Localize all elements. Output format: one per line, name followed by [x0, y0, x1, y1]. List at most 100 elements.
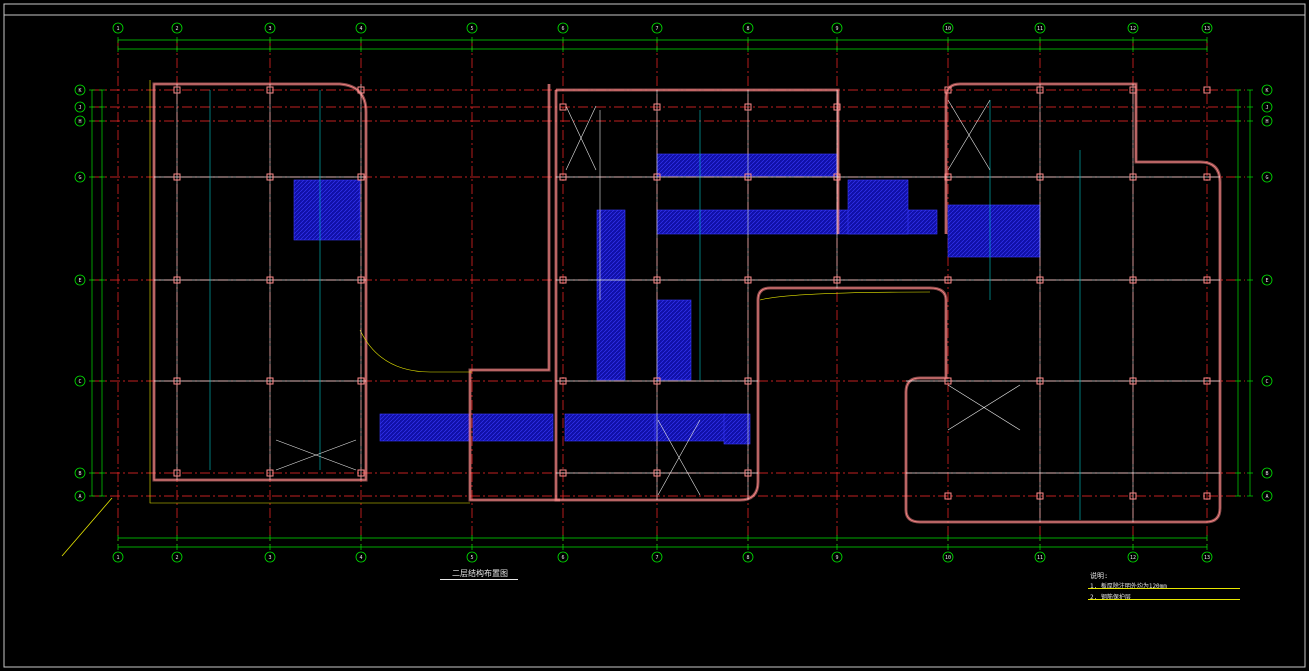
- slab-hatch-8: [656, 153, 838, 177]
- grid-bubble-bottom-10-label: 10: [945, 555, 951, 561]
- wall-line-0: [153, 83, 367, 481]
- column-50: [1203, 276, 1211, 284]
- grid-bubble-bottom-3-circle: [264, 551, 276, 563]
- wall-band-0: [152, 82, 368, 482]
- grid-bubble-bottom-12-circle: [1127, 551, 1139, 563]
- grid-bubble-top-12-label: 12: [1130, 26, 1136, 32]
- slab-hatch-2: [472, 413, 554, 442]
- drawing-frame: [3, 3, 1306, 668]
- grid-bubble-top-2-circle: [171, 22, 183, 34]
- slab-hatch-5: [723, 413, 751, 445]
- grid-bubble-left-E-label: E: [78, 278, 81, 284]
- grid-bubble-left-B-circle: [74, 467, 86, 479]
- column-34: [944, 173, 952, 181]
- column-16: [559, 173, 567, 181]
- shaft-brace: [657, 419, 701, 496]
- column-43: [1129, 86, 1137, 94]
- shaft-brace: [275, 439, 357, 471]
- column-28: [744, 377, 752, 385]
- grid-bubble-top-6-label: 6: [561, 26, 564, 32]
- notes-heading: 说明:: [1090, 572, 1109, 580]
- grid-bubble-bottom-4-circle: [355, 551, 367, 563]
- note-2: 2. 钢筋保护层: [1090, 594, 1131, 601]
- leader-line: [61, 497, 113, 557]
- column-8: [266, 377, 274, 385]
- grid-bubble-top-11-label: 11: [1037, 26, 1043, 32]
- grid-bubble-left-G-circle: [74, 171, 86, 183]
- column-9: [266, 469, 274, 477]
- grid-bubble-top-6-circle: [557, 22, 569, 34]
- column-37: [944, 492, 952, 500]
- grid-bubble-top-3-label: 3: [268, 26, 271, 32]
- grid-bubble-top-13-label: 13: [1204, 26, 1210, 32]
- shaft-brace: [947, 99, 991, 171]
- grid-bubble-top-7-circle: [651, 22, 663, 34]
- notes-underline-2: [1088, 599, 1240, 600]
- column-51: [1203, 377, 1211, 385]
- grid-bubble-top-4-label: 4: [359, 26, 362, 32]
- grid-bubble-top-9-circle: [831, 22, 843, 34]
- outer-frame: [3, 3, 1306, 668]
- column-19: [559, 469, 567, 477]
- column-3: [173, 377, 181, 385]
- column-26: [744, 173, 752, 181]
- grid-bubble-left-A-label: A: [78, 494, 81, 500]
- grid-bubble-left-H-circle: [74, 115, 86, 127]
- beam-lines: [154, 84, 1220, 522]
- slab-hatch-zones: [293, 153, 1041, 445]
- grid-bubble-top-4-circle: [355, 22, 367, 34]
- column-17: [559, 276, 567, 284]
- wall-outlines: [149, 80, 1222, 524]
- grid-bubble-right-J-label: J: [1265, 105, 1268, 111]
- column-21: [653, 173, 661, 181]
- grid-bubble-right-H-label: H: [1265, 119, 1268, 125]
- grid-bubble-bottom-12-label: 12: [1130, 555, 1136, 561]
- dimension-lines: [89, 37, 1253, 550]
- column-4: [173, 469, 181, 477]
- column-33: [944, 86, 952, 94]
- grid-bubble-right-K-label: K: [1265, 88, 1268, 94]
- column-15: [559, 103, 567, 111]
- grid-bubble-left-E-circle: [74, 274, 86, 286]
- grid-bubble-right-G-label: G: [1265, 175, 1268, 181]
- wall-line-3: [556, 89, 839, 234]
- column-52: [1203, 492, 1211, 500]
- grid-bubble-top-3-circle: [264, 22, 276, 34]
- column-27: [744, 276, 752, 284]
- grid-bubble-top-11-circle: [1034, 22, 1046, 34]
- column-12: [357, 276, 365, 284]
- column-11: [357, 173, 365, 181]
- grid-bubble-bottom-4-label: 4: [359, 555, 362, 561]
- column-31: [833, 173, 841, 181]
- grid-bubble-right-J-circle: [1261, 101, 1273, 113]
- grid-bubble-bottom-10-circle: [942, 551, 954, 563]
- column-20: [653, 103, 661, 111]
- slab-hatch-3: [564, 413, 656, 442]
- column-24: [653, 469, 661, 477]
- column-48: [1203, 86, 1211, 94]
- column-1: [173, 173, 181, 181]
- grid-bubble-bottom-9-label: 9: [835, 555, 838, 561]
- plan-outline: [149, 80, 931, 504]
- grid-bubble-bottom-11-circle: [1034, 551, 1046, 563]
- grid-bubble-bottom-8-label: 8: [746, 555, 749, 561]
- wall-line-2: [555, 83, 1221, 523]
- grid-bubble-bottom-5-circle: [466, 551, 478, 563]
- slab-hatch-4: [654, 413, 726, 442]
- columns: [173, 86, 1211, 500]
- column-47: [1129, 492, 1137, 500]
- grid-bubble-left-G-label: G: [78, 175, 81, 181]
- column-30: [833, 103, 841, 111]
- grid-bubble-bottom-8-circle: [742, 551, 754, 563]
- grid-bubble-bottom-1-label: 1: [116, 555, 119, 561]
- column-7: [266, 276, 274, 284]
- grid-bubble-right-A-circle: [1261, 490, 1273, 502]
- column-38: [1036, 86, 1044, 94]
- grid-bubble-left-J-label: J: [78, 105, 81, 111]
- grid-bubble-right-G-circle: [1261, 171, 1273, 183]
- grid-bubble-top-13-circle: [1201, 22, 1213, 34]
- column-13: [357, 377, 365, 385]
- grid-bubble-bottom-2-circle: [171, 551, 183, 563]
